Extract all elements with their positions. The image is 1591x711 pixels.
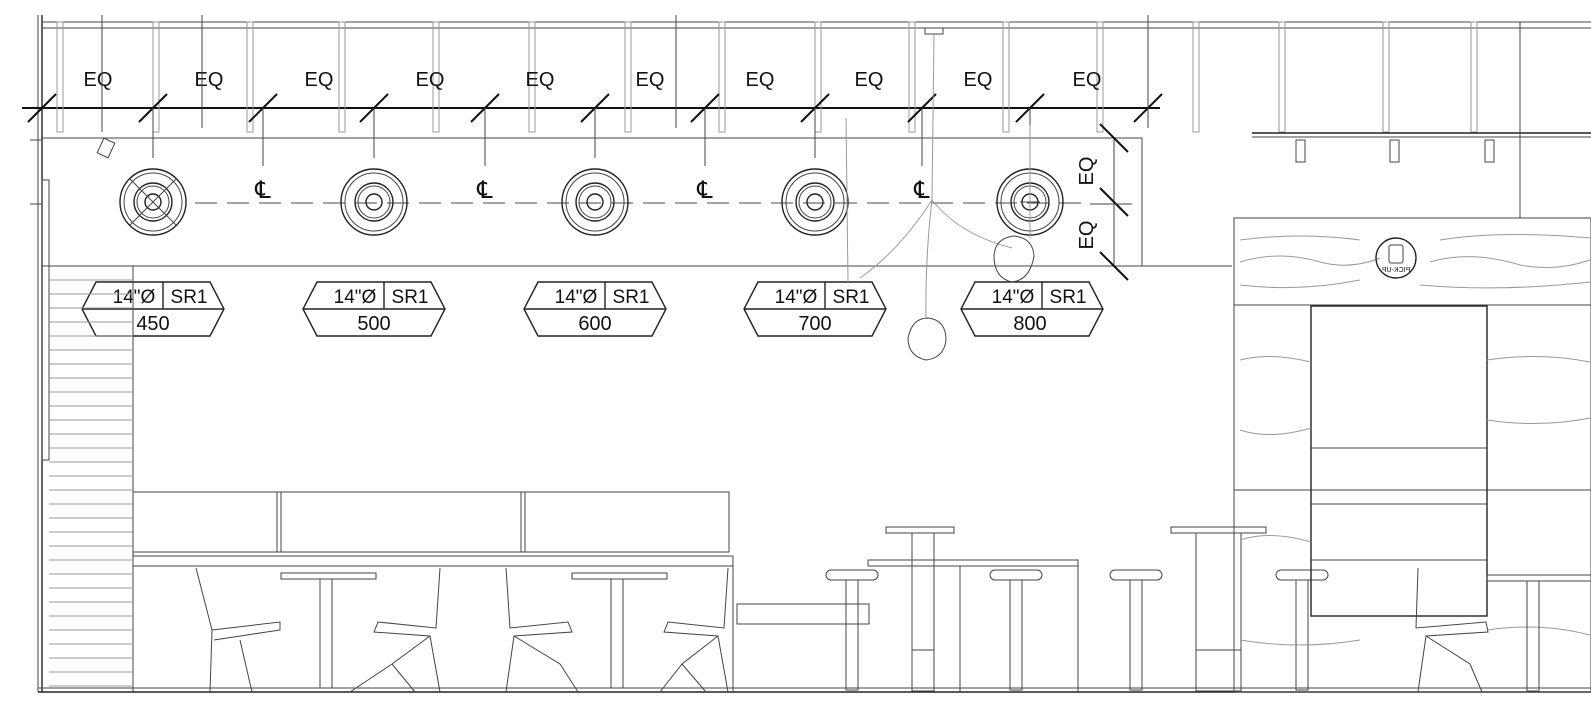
panel-mullion (1278, 21, 1286, 133)
panel-mullion (338, 21, 346, 133)
high-table (1170, 526, 1267, 692)
dimension-label-eq: EQ (416, 69, 445, 91)
high-table (885, 526, 955, 692)
cafe-chair (1415, 567, 1489, 693)
panel-mullion (1192, 21, 1200, 133)
panel-mullion (528, 21, 536, 133)
diffuser-tag-type: SR1 (1050, 287, 1087, 308)
pickup-sign: PICK-UP (1375, 237, 1417, 279)
ceiling-panel-mullions (56, 21, 1478, 133)
dimension-label-eq: EQ (855, 69, 884, 91)
banquette-bench (132, 491, 870, 692)
panel-mullion (56, 21, 64, 133)
dimension-label-eq: EQ (1073, 69, 1102, 91)
diffuser-tag-size: 14"Ø (334, 287, 377, 308)
track-light-fixtures (96, 15, 1149, 159)
left-wall-cladding (41, 179, 134, 692)
diffuser-tag: 14"Ø SR1 500 (302, 281, 446, 337)
centerline-symbol: ℄ (254, 177, 271, 204)
diffuser-tag-size: 14"Ø (775, 287, 818, 308)
diffuser-tag-type: SR1 (833, 287, 870, 308)
bar-stool (1275, 569, 1329, 691)
diffuser-tag-type: SR1 (613, 287, 650, 308)
phone-icon (1388, 244, 1404, 264)
diffuser-tag-type: SR1 (392, 287, 429, 308)
dimension-label-eq: EQ (746, 69, 775, 91)
diffuser-600 (561, 108, 629, 236)
panel-mullion (814, 21, 822, 133)
dimension-label-eq: EQ (195, 69, 224, 91)
centerline-symbol: ℄ (696, 177, 713, 204)
pickup-sign-label: PICK-UP (1381, 267, 1410, 274)
diffuser-tag-size: 14"Ø (555, 287, 598, 308)
pendant-lights (845, 27, 1035, 361)
diffuser-tag-size: 14"Ø (992, 287, 1035, 308)
cafe-chair (659, 567, 729, 693)
diffuser-tag-size: 14"Ø (113, 287, 156, 308)
wall-structure (22, 15, 1591, 693)
panel-mullion (246, 21, 254, 133)
side-dimension-label-eq: EQ (1076, 157, 1098, 186)
dimension-label-eq: EQ (964, 69, 993, 91)
diffuser-tag-type: SR1 (171, 287, 208, 308)
panel-mullion (1096, 21, 1104, 133)
diffuser-tag: 14"Ø SR1 700 (743, 281, 887, 337)
side-dimension-label-eq: EQ (1076, 221, 1098, 250)
bar-stool (989, 569, 1043, 691)
panel-mullion (908, 21, 916, 133)
centerline-markers: ℄ ℄ ℄ ℄ (254, 108, 930, 204)
cafe-chair (349, 567, 441, 693)
side-dimension: EQ EQ (1076, 123, 1132, 281)
diffuser-tag-cfm: 600 (578, 313, 611, 335)
diffuser-tag: 14"Ø SR1 800 (960, 281, 1104, 337)
diffuser-450 (119, 108, 187, 236)
panel-mullion (432, 21, 440, 133)
diffuser-tag-cfm: 450 (136, 313, 169, 335)
centerline-symbol: ℄ (913, 177, 930, 204)
dimension-label-eq: EQ (526, 69, 555, 91)
diffuser-tag: 14"Ø SR1 600 (523, 281, 667, 337)
bar-stool (825, 569, 879, 691)
dimension-label-eq: EQ (636, 69, 665, 91)
cafe-table (571, 572, 668, 689)
bar-stool (1109, 569, 1163, 691)
high-table (1486, 574, 1591, 692)
diffuser-tag-cfm: 800 (1013, 313, 1046, 335)
diffuser-tag-cfm: 700 (798, 313, 831, 335)
panel-mullion (1382, 21, 1390, 133)
centerline-symbol: ℄ (476, 177, 493, 204)
cafe-table (280, 572, 377, 689)
diffuser-tag-cfm: 500 (357, 313, 390, 335)
counter (867, 559, 1079, 692)
panel-mullion (718, 21, 726, 133)
dimension-label-eq: EQ (84, 69, 113, 91)
panel-mullion (152, 21, 160, 133)
diffuser-tag: 14"Ø SR1 450 (81, 281, 225, 337)
track-rail-right (1252, 132, 1591, 163)
top-dimension-labels: EQ EQ EQ EQ EQ EQ EQ EQ EQ EQ (84, 69, 1102, 91)
panel-mullion (1470, 21, 1478, 133)
diffuser-700 (781, 108, 849, 236)
dimension-label-eq: EQ (305, 69, 334, 91)
diffuser-500 (340, 108, 408, 236)
panel-mullion (1002, 21, 1010, 133)
cafe-chair (505, 567, 579, 693)
pickup-wall (1233, 217, 1591, 693)
panel-mullion (624, 21, 632, 133)
cafe-chair (195, 567, 281, 693)
dimension-tick (27, 93, 57, 123)
